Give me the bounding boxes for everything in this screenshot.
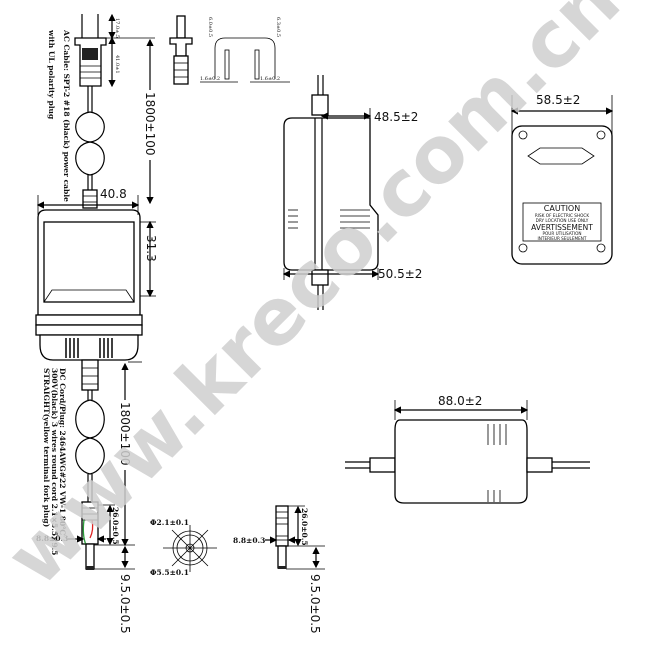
dc-connector-length: 26.0±0.5 <box>111 507 120 545</box>
back-width-label: 58.5±2 <box>536 93 580 107</box>
adapter-bottom-view <box>345 419 590 504</box>
plug2-tip-length: 9.5.0±0.5 <box>308 574 322 634</box>
side-top-depth: 48.5±2 <box>374 110 418 124</box>
blade-dim-a: 6.0±0.5 <box>207 17 213 37</box>
avertissement-label: AVERTISSEMENT <box>531 223 593 232</box>
caution-line-2: DRY LOCATION USE ONLY <box>536 218 589 223</box>
blade-dim-d: 1.6±0.2 <box>260 76 280 82</box>
blade-dim-c: 1.6±0.2 <box>200 76 220 82</box>
dc-cable-spec-1: DC Cord/Plug: 2464AWG#22 VW-1 80℃ <box>58 368 67 535</box>
ac-cable-spec: AC Cable: SPT-2 #18 (black) power cable <box>62 29 71 202</box>
side-bottom-depth: 50.5±2 <box>378 267 422 281</box>
ac-plug: 17.0±.5 41.0±1 <box>74 13 120 88</box>
dc-cable-spec-2: 300V(black) 3 wires round cord 2.1×5.5×9… <box>50 368 59 555</box>
bottom-length-label: 88.0±2 <box>438 394 482 408</box>
avertissement-line-1: POUR UTILISATION <box>542 231 581 236</box>
dc-plug-side-view <box>275 505 289 569</box>
plug-side-detail <box>169 15 193 85</box>
front-width-label: 40.8 <box>100 187 127 201</box>
caution-line-1: RISK OF ELECTRIC SHOCK <box>535 213 589 218</box>
dc-connector-diameter: 8.8±0.3 <box>36 534 68 543</box>
dc-cable <box>75 390 105 570</box>
caution-label: CAUTION <box>544 204 580 213</box>
adapter-back-view <box>511 125 613 265</box>
dc-tip-length: 9.5.0±0.5 <box>118 574 132 634</box>
plug-face-view <box>163 525 217 572</box>
adapter-front-view <box>35 209 143 391</box>
dc-cable-spec-3: STRAIGHT(yellow terminal fork plug) <box>42 368 51 527</box>
plug-blade-detail: 6.0±0.5 6.3±0.5 1.6±0.2 1.6±0.2 <box>200 17 290 83</box>
ac-cable-length: 1800±100 <box>143 92 157 156</box>
plug2-connector-length: 26.0±0.5 <box>300 508 309 546</box>
blade-dim-b: 6.3±0.5 <box>275 17 281 37</box>
front-height-label: 31.3 <box>144 235 158 262</box>
prong-length-label: 17.0±.5 <box>114 18 120 38</box>
outer-diameter-label: Φ5.5±0.1 <box>150 568 189 577</box>
plug-length-label: 41.0±1 <box>114 55 120 74</box>
inner-diameter-label: Φ2.1±0.1 <box>150 518 189 527</box>
dc-cable-length: 1800±100 <box>118 402 132 466</box>
ac-cable-spec-2: with UL polarity plug <box>47 29 56 120</box>
plug2-connector-diameter: 8.8±0.3 <box>233 536 265 545</box>
avertissement-line-2: INTERIEUR SEULEMENT <box>538 236 587 241</box>
